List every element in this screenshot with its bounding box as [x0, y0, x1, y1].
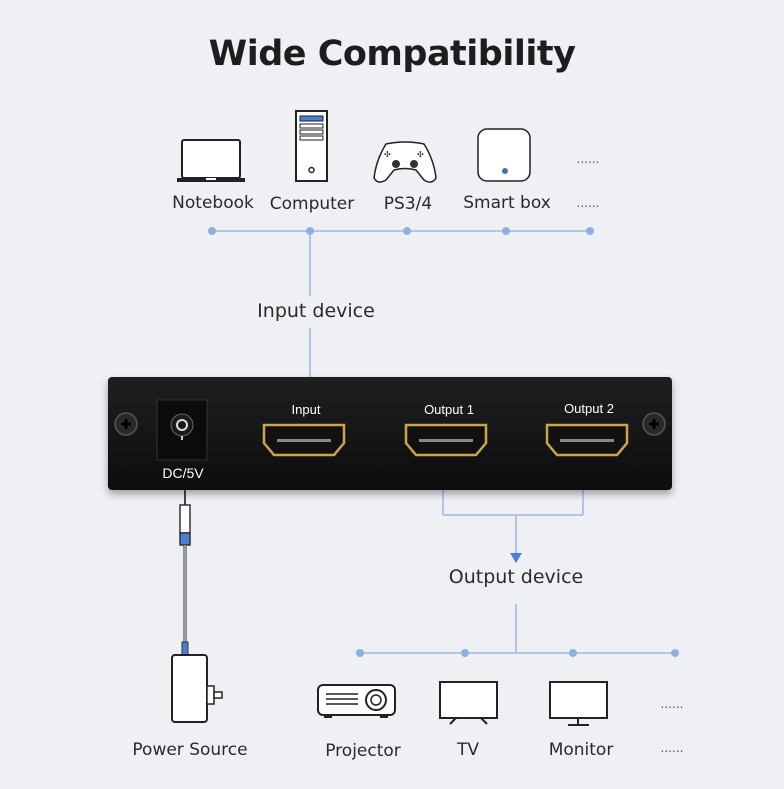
input-device-label: Input device — [257, 300, 375, 322]
port-label-input: Input — [291, 402, 321, 417]
smart-box-icon — [477, 128, 531, 182]
more-outputs-indicator: ...... — [660, 697, 684, 711]
more-inputs-indicator: ...... — [576, 152, 600, 166]
projector-icon — [317, 684, 396, 718]
device-label-computer: Computer — [269, 194, 355, 214]
port-label-dc: DC/5V — [162, 465, 204, 481]
port-label-output-1: Output 1 — [424, 402, 474, 417]
device-label-smart-box: Smart box — [463, 193, 551, 213]
tv-icon — [439, 681, 498, 725]
device-label-monitor: Monitor — [548, 740, 614, 760]
port-label-output-2: Output 2 — [564, 401, 614, 416]
page-title: Wide Compatibility — [208, 34, 576, 74]
laptop-icon — [177, 139, 245, 182]
device-label-projector: Projector — [325, 741, 401, 761]
gamepad-icon: ✣✣ — [373, 141, 437, 183]
monitor-icon — [549, 681, 608, 726]
svg-text:✣: ✣ — [417, 150, 424, 159]
more-inputs-label: ...... — [576, 196, 600, 210]
output-device-label: Output device — [448, 566, 584, 588]
more-outputs-label: ...... — [660, 741, 684, 755]
device-label-tv: TV — [456, 740, 480, 760]
power-adapter-icon — [171, 654, 223, 723]
device-label-ps: PS3/4 — [383, 194, 433, 214]
svg-text:✣: ✣ — [384, 150, 391, 159]
power-source-label: Power Source — [132, 740, 248, 760]
device-label-notebook: Notebook — [172, 193, 254, 213]
arrow-down-icon — [510, 553, 522, 563]
desktop-tower-icon — [295, 110, 328, 182]
